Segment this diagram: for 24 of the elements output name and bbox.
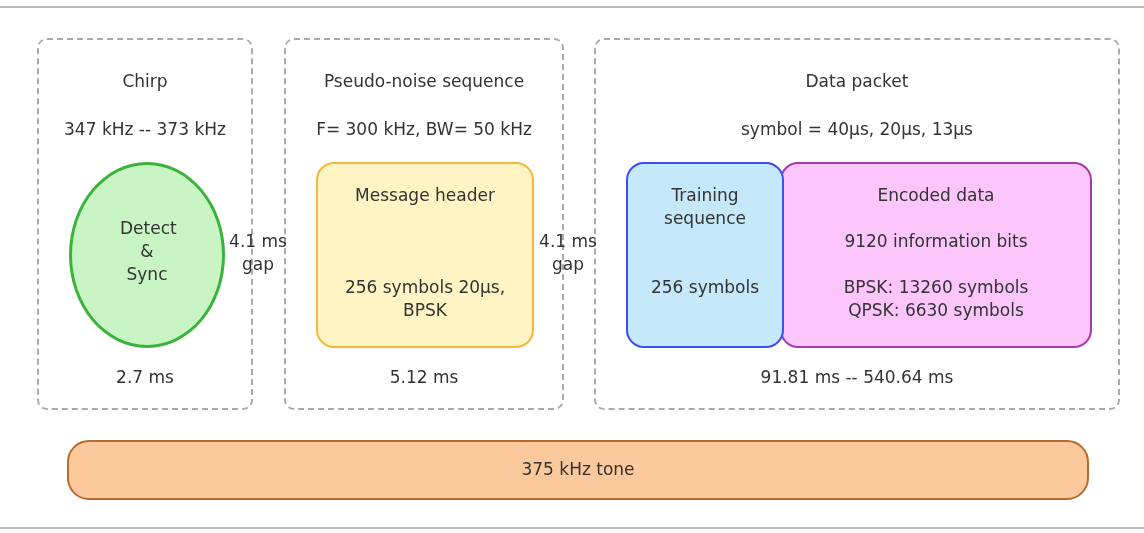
- process-box: [626, 162, 784, 348]
- node-title: Chirp: [121, 70, 169, 93]
- node-text: 5.12 ms: [388, 366, 460, 389]
- process-box: [780, 162, 1092, 348]
- node-text: BPSK: 13260 symbols QPSK: 6630 symbols: [842, 276, 1030, 322]
- node-text: 9120 information bits: [843, 230, 1029, 253]
- tone-band: [67, 440, 1089, 500]
- gap-label: 4.1 ms gap: [538, 230, 598, 276]
- node-text: 256 symbols: [649, 276, 761, 299]
- node-text: 375 kHz tone: [520, 458, 636, 481]
- node-text: F= 300 kHz, BW= 50 kHz: [315, 118, 533, 141]
- process-box: [316, 162, 534, 348]
- node-text: symbol = 40µs, 20µs, 13µs: [740, 118, 974, 141]
- gap-label: 4.1 ms gap: [228, 230, 288, 276]
- node-text: 347 kHz -- 373 kHz: [63, 118, 227, 141]
- node-text: 2.7 ms: [115, 366, 175, 389]
- node-title: Data packet: [804, 70, 910, 93]
- node-title: Encoded data: [876, 184, 996, 207]
- node-title: Training sequence: [663, 184, 747, 230]
- node-title: Message header: [354, 184, 496, 207]
- section-frame: [594, 38, 1120, 410]
- node-title: Pseudo-noise sequence: [322, 70, 526, 93]
- node-text: 91.81 ms -- 540.64 ms: [759, 366, 955, 389]
- node-text: 256 symbols 20µs, BPSK: [343, 276, 507, 322]
